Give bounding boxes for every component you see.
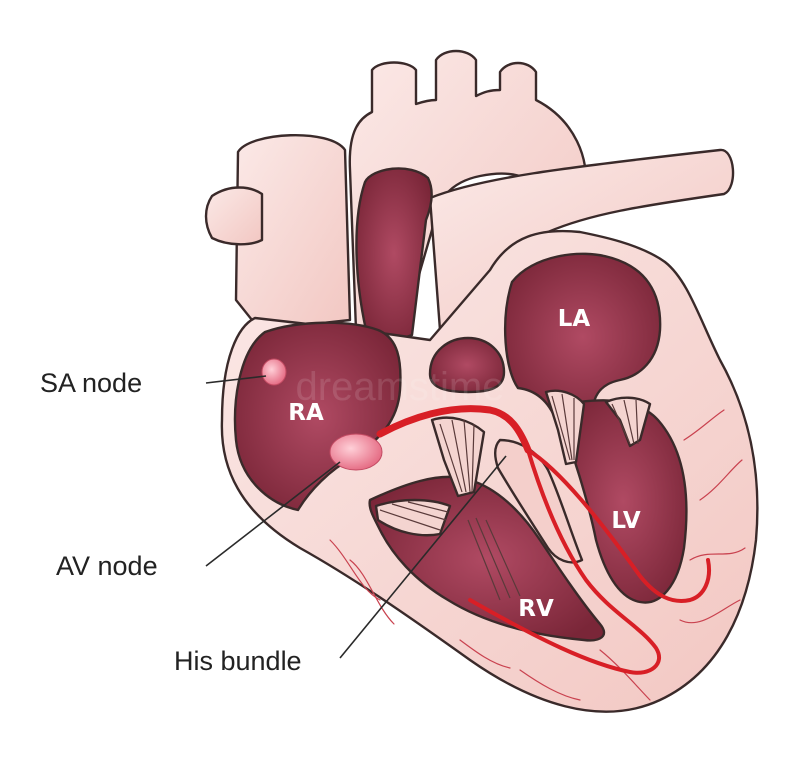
great-vessels: [204, 49, 735, 342]
sa-node-leader: [205, 375, 267, 384]
right-bundle-branch: [468, 448, 661, 675]
superior-vena-cava: [234, 134, 352, 332]
rv-papillary-muscles: [374, 498, 452, 537]
av-node: [329, 433, 383, 471]
conduction-system: [261, 358, 711, 675]
his-bundle-path: [376, 405, 532, 454]
his-bundle-leader: [339, 455, 507, 659]
label-sa-node: SA node: [40, 368, 142, 398]
label-av-node: AV node: [56, 551, 158, 581]
left-atrium: [504, 252, 662, 422]
brachiocephalic-vein: [204, 186, 264, 246]
watermark: dreamstime: [296, 365, 505, 409]
label-lv: LV: [611, 508, 640, 534]
label-his-bundle: His bundle: [174, 646, 302, 676]
label-rv: RV: [518, 596, 554, 622]
sa-node: [261, 358, 287, 386]
aorta-lumen: [355, 167, 433, 340]
mitral-valve-right: [604, 396, 652, 448]
label-la: LA: [558, 306, 591, 332]
pulmonary-valve-opening: [428, 336, 506, 394]
left-bundle-branch: [526, 448, 711, 603]
tricuspid-valve: [430, 416, 486, 498]
valves: [374, 389, 652, 601]
av-node-leader: [205, 461, 341, 567]
label-ra: RA: [288, 400, 324, 426]
purkinje-fibers: [329, 409, 746, 701]
